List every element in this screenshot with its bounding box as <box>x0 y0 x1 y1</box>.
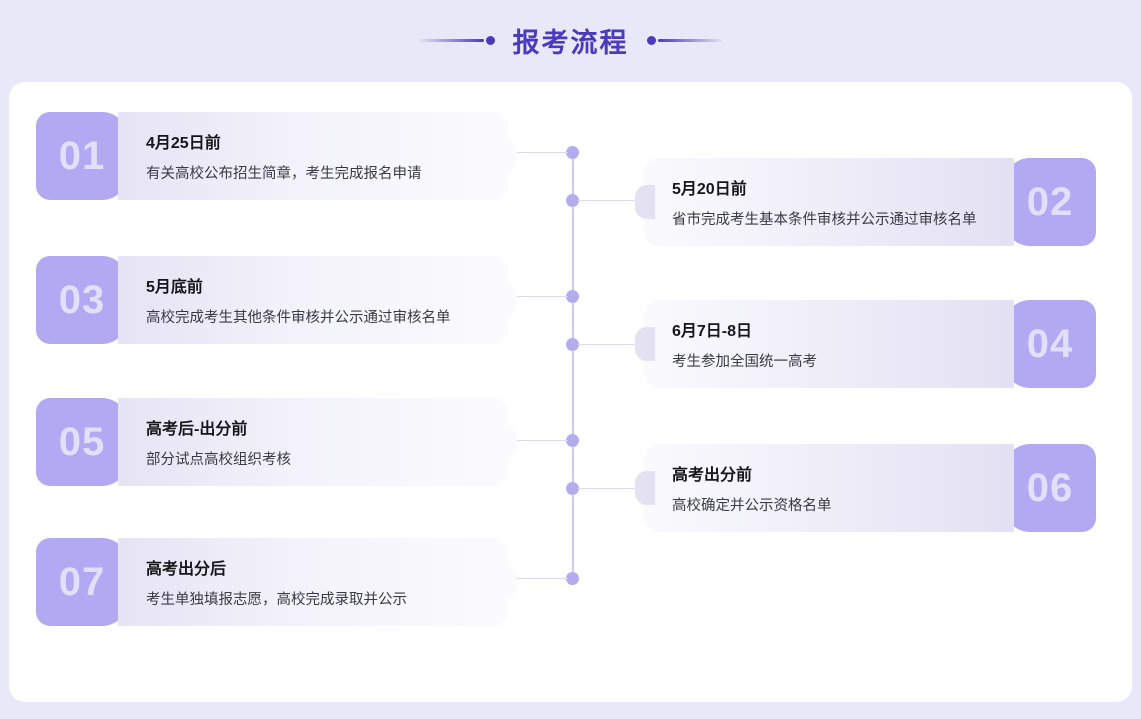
timeline-connector-06 <box>578 488 646 489</box>
timeline-connector-02 <box>578 200 646 201</box>
timeline-node-01 <box>566 146 579 159</box>
timeline-node-03 <box>566 290 579 303</box>
step-content: 高考出分前 高校确定并公示资格名单 <box>644 444 1014 532</box>
step-content: 6月7日-8日 考生参加全国统一高考 <box>644 300 1014 388</box>
step-description: 考生单独填报志愿，高校完成录取并公示 <box>146 592 407 608</box>
timeline-connector-01 <box>508 152 568 153</box>
step-title: 高考后-出分前 <box>146 421 248 438</box>
timeline-step-card-06[interactable]: 06 高考出分前 高校确定并公示资格名单 <box>644 444 1096 532</box>
step-number-badge: 01 <box>36 112 128 200</box>
timeline-node-06 <box>566 482 579 495</box>
timeline-node-07 <box>566 572 579 585</box>
timeline-step-card-07[interactable]: 07 高考出分后 考生单独填报志愿，高校完成录取并公示 <box>36 538 508 626</box>
step-description: 有关高校公布招生简章，考生完成报名申请 <box>146 166 422 182</box>
step-content: 高考后-出分前 部分试点高校组织考核 <box>118 398 508 486</box>
decoration-line-icon <box>657 38 722 42</box>
timeline-step-card-01[interactable]: 01 4月25日前 有关高校公布招生简章，考生完成报名申请 <box>36 112 508 200</box>
step-number-badge: 02 <box>1004 158 1096 246</box>
decoration-dot-icon <box>646 35 656 45</box>
timeline-step-card-03[interactable]: 03 5月底前 高校完成考生其他条件审核并公示通过审核名单 <box>36 256 508 344</box>
timeline-connector-03 <box>508 296 568 297</box>
page-header: 报考流程 <box>0 16 1141 64</box>
timeline-spine <box>572 152 574 580</box>
step-content: 5月20日前 省市完成考生基本条件审核并公示通过审核名单 <box>644 158 1014 246</box>
step-title: 高考出分后 <box>146 561 227 578</box>
step-description: 高校确定并公示资格名单 <box>672 498 832 514</box>
step-number-badge: 07 <box>36 538 128 626</box>
step-title: 高考出分前 <box>672 467 753 484</box>
step-description: 省市完成考生基本条件审核并公示通过审核名单 <box>672 212 977 228</box>
step-number-badge: 05 <box>36 398 128 486</box>
step-title: 5月底前 <box>146 279 203 296</box>
timeline-node-02 <box>566 194 579 207</box>
step-title: 4月25日前 <box>146 135 221 152</box>
step-number-badge: 03 <box>36 256 128 344</box>
step-title: 6月7日-8日 <box>672 323 753 340</box>
page-title: 报考流程 <box>512 27 629 58</box>
step-description: 高校完成考生其他条件审核并公示通过审核名单 <box>146 310 451 326</box>
title-decoration-left <box>419 35 495 45</box>
title-decoration-right <box>646 35 722 45</box>
timeline-connector-04 <box>578 344 646 345</box>
timeline-step-card-05[interactable]: 05 高考后-出分前 部分试点高校组织考核 <box>36 398 508 486</box>
timeline-step-card-04[interactable]: 04 6月7日-8日 考生参加全国统一高考 <box>644 300 1096 388</box>
step-number-badge: 06 <box>1004 444 1096 532</box>
step-number-badge: 04 <box>1004 300 1096 388</box>
step-content: 5月底前 高校完成考生其他条件审核并公示通过审核名单 <box>118 256 508 344</box>
step-content: 4月25日前 有关高校公布招生简章，考生完成报名申请 <box>118 112 508 200</box>
timeline-node-05 <box>566 434 579 447</box>
timeline-step-card-02[interactable]: 02 5月20日前 省市完成考生基本条件审核并公示通过审核名单 <box>644 158 1096 246</box>
step-title: 5月20日前 <box>672 181 747 198</box>
step-description: 部分试点高校组织考核 <box>146 452 291 468</box>
step-content: 高考出分后 考生单独填报志愿，高校完成录取并公示 <box>118 538 508 626</box>
decoration-dot-icon <box>485 35 495 45</box>
timeline-connector-05 <box>508 440 568 441</box>
timeline-node-04 <box>566 338 579 351</box>
step-description: 考生参加全国统一高考 <box>672 354 817 370</box>
decoration-line-icon <box>419 38 484 42</box>
timeline-connector-07 <box>508 578 568 579</box>
